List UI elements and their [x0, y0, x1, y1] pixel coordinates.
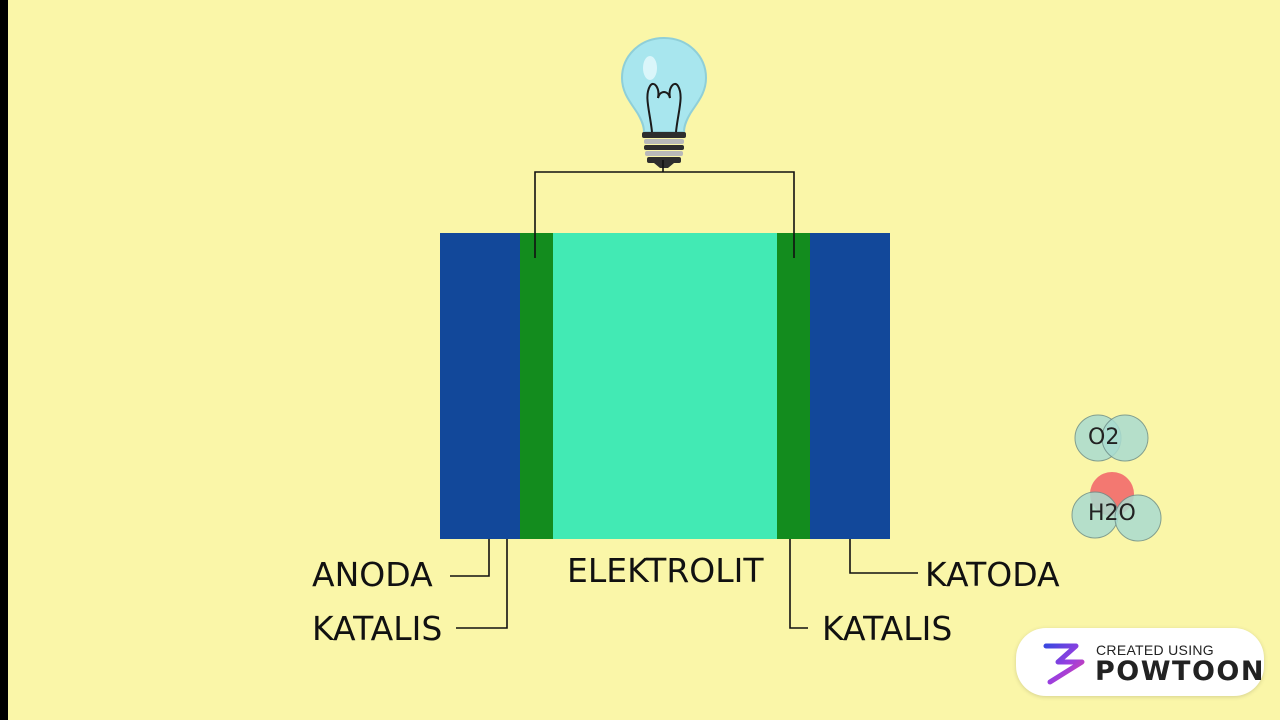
light-bulb-icon [620, 36, 708, 168]
powtoon-watermark[interactable]: CREATED USING POWTOON [1016, 628, 1264, 696]
electrolyte-label: ELEKTROLIT [567, 551, 764, 590]
water-molecule-label: H2O [1088, 501, 1136, 526]
cathode-electrode [810, 233, 890, 539]
cathode-catalyst-label: KATALIS [822, 609, 953, 648]
watermark-caption: CREATED USING [1096, 642, 1214, 658]
anode-catalyst-layer [520, 233, 553, 539]
circuit-wires [450, 160, 918, 629]
watermark-brand: POWTOON [1095, 656, 1265, 687]
cathode-catalyst-layer [777, 233, 810, 539]
cathode-label: KATODA [925, 555, 1060, 594]
anode-label: ANODA [312, 555, 433, 594]
powtoon-logo-icon [1043, 643, 1085, 685]
water-molecule-icon [1071, 472, 1162, 542]
slide-canvas: ANODA KATALIS ELEKTROLIT KATODA KATALIS … [8, 0, 1280, 720]
oxygen-molecule-icon [1074, 414, 1149, 462]
electrolyte-membrane [553, 233, 777, 539]
anode-catalyst-label: KATALIS [312, 609, 443, 648]
oxygen-molecule-label: O2 [1088, 425, 1120, 450]
anode-electrode [440, 233, 520, 539]
